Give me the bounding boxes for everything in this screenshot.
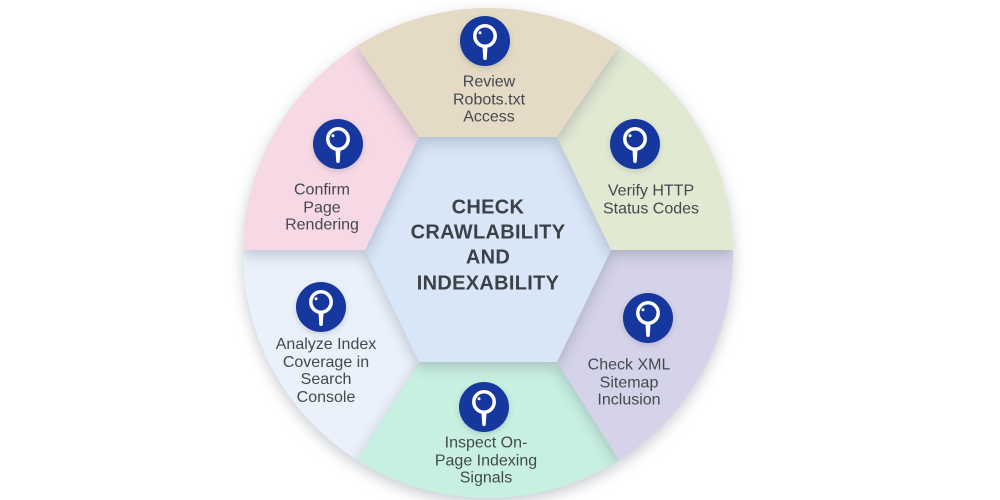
magnifier-icon [608,117,662,171]
magnifier-icon [621,291,675,345]
magnifier-icon [458,14,512,68]
sector-review-robots-access [357,8,619,137]
magnifier-icon [457,380,511,434]
magnifier-icon [311,117,365,171]
sector-check-xml-sitemap-inclusion [557,250,734,460]
sector-analyze-index-coverage [242,250,419,460]
magnifier-icon [294,280,348,334]
center-hexagon [365,137,611,362]
